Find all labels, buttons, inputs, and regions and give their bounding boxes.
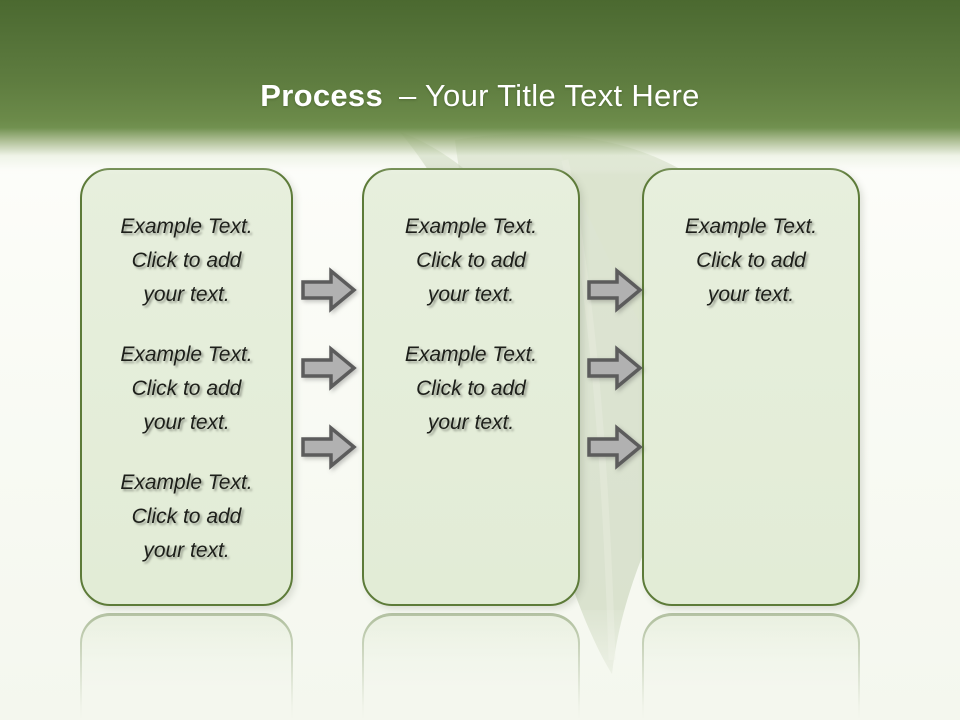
placeholder-text: Example Text. Click to add your text. bbox=[120, 215, 253, 306]
right-block-arrow-icon bbox=[586, 266, 644, 314]
right-block-arrow-icon bbox=[300, 423, 358, 471]
right-block-arrow-icon bbox=[300, 266, 358, 314]
placeholder-text: Example Text. Click to add your text. bbox=[684, 215, 818, 306]
placeholder-text: Example Text. Click to add your text. bbox=[404, 343, 538, 434]
process-box-step-2[interactable]: Example Text. Click to add your text. Ex… bbox=[362, 168, 580, 606]
placeholder-text: Example Text. Click to add your text. bbox=[404, 215, 538, 306]
right-block-arrow-icon bbox=[300, 344, 358, 392]
process-box-step-1[interactable]: Example Text. Click to add your text. Ex… bbox=[80, 168, 293, 606]
reflection-fade-overlay bbox=[0, 610, 960, 720]
placeholder-text: Example Text. Click to add your text. bbox=[120, 343, 253, 434]
slide-title-primary: Process bbox=[260, 77, 384, 113]
box-reflection bbox=[80, 613, 293, 720]
box-reflection bbox=[362, 613, 580, 720]
box-reflection bbox=[642, 613, 860, 720]
right-block-arrow-icon bbox=[586, 344, 644, 392]
placeholder-text: Example Text. Click to add your text. bbox=[120, 471, 253, 562]
slide-title-secondary: – Your Title Text Here bbox=[399, 77, 700, 113]
slide-title: Process – Your Title Text Here bbox=[0, 78, 960, 114]
right-block-arrow-icon bbox=[586, 423, 644, 471]
process-box-step-3[interactable]: Example Text. Click to add your text. bbox=[642, 168, 860, 606]
